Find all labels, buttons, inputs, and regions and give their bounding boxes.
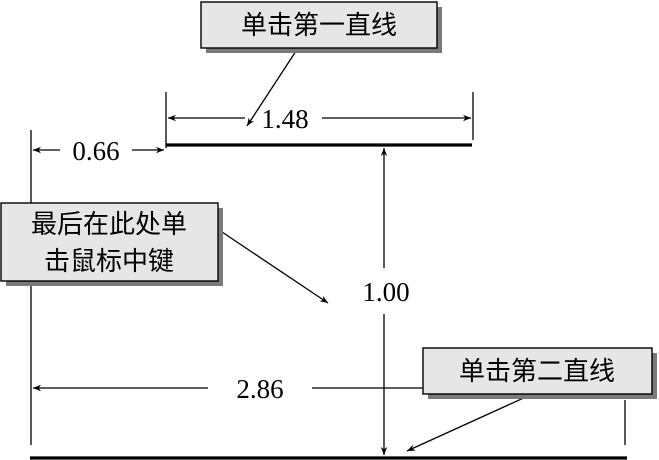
leader-arrow-first-line (246, 47, 299, 127)
dimension-top-line-length: 1.48 (168, 104, 471, 134)
leader-arrow-second-line (406, 395, 529, 452)
dimension-label-0-66: 0.66 (72, 136, 119, 166)
dimension-left-offset: 0.66 (33, 136, 164, 166)
dimension-label-1-48: 1.48 (261, 104, 308, 134)
callout-middle-click: 最后在此处单 击鼠标中键 (0, 202, 223, 286)
leader-arrow-middle-click (221, 231, 329, 304)
dimension-vertical-distance: 1.00 (362, 148, 410, 455)
dimension-label-1-00: 1.00 (362, 277, 409, 307)
dimension-label-2-86: 2.86 (236, 374, 283, 404)
dimension-bottom-horizontal: 2.86 (33, 374, 425, 404)
callout-text-first-line: 单击第一直线 (241, 11, 397, 41)
callout-click-second-line: 单击第二直线 (422, 347, 657, 399)
callout-text-second-line: 单击第二直线 (459, 357, 615, 387)
callout-text-middle-line2: 击鼠标中键 (44, 247, 174, 277)
callout-text-middle-line1: 最后在此处单 (31, 210, 187, 240)
callout-click-first-line: 单击第一直线 (200, 1, 442, 53)
